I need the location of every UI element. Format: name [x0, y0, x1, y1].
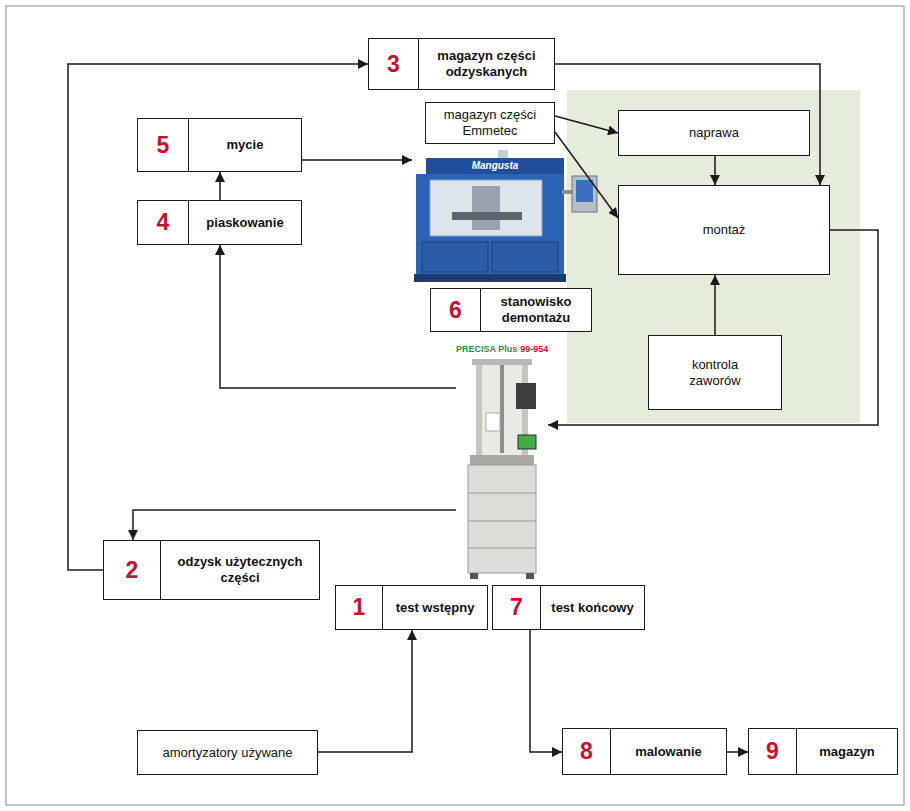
numbered-step-box: 8malowanie — [562, 728, 727, 775]
outer-frame — [6, 6, 904, 805]
flow-arrow — [714, 156, 716, 185]
box-label: magazyn części odzyskanych — [419, 39, 554, 89]
flow-arrow — [530, 630, 562, 752]
machine-logo-text: 99-954 — [520, 344, 548, 354]
flow-arrow — [555, 116, 618, 133]
tester-machine-illustration — [468, 359, 536, 579]
box-label: magazyn — [797, 729, 897, 774]
box-label: kontrola zaworów — [670, 336, 760, 409]
box-label: magazyn części Emmetec — [426, 103, 554, 143]
numbered-step-box: 5mycie — [137, 118, 302, 172]
flow-arrow — [133, 510, 456, 540]
machine-base — [414, 274, 566, 282]
machine-brand: Mangusta — [428, 160, 562, 172]
connectors — [68, 64, 878, 752]
machine-door — [492, 242, 558, 272]
box-label: montaż — [697, 186, 752, 274]
flow-arrow — [714, 275, 716, 335]
assembly-band — [567, 90, 860, 423]
numbered-step-box: 1test wstępny — [335, 585, 488, 630]
control-panel — [572, 176, 597, 212]
tester-drawers — [468, 493, 536, 548]
machine-door — [422, 242, 488, 272]
box-label: malowanie — [611, 729, 726, 774]
numbered-step-box: 3magazyn części odzyskanych — [368, 38, 555, 90]
box-label: test wstępny — [383, 586, 487, 629]
tester-rod — [500, 365, 504, 453]
machine-press — [472, 186, 500, 230]
machine-node: Mangusta — [412, 150, 598, 282]
tester-foot — [526, 573, 534, 579]
step-number: 9 — [749, 729, 797, 774]
process-box: naprawa — [618, 110, 810, 156]
flow-arrow — [220, 245, 456, 388]
machine-logo: PRECISA Plus99-954 — [456, 344, 548, 355]
tester-foot — [470, 573, 478, 579]
flow-arrow — [555, 132, 618, 218]
box-label: naprawa — [683, 111, 745, 155]
box-label: amortyzatory używane — [156, 731, 298, 774]
disassembly-machine-illustration — [414, 150, 597, 282]
tester-back — [482, 365, 522, 465]
process-box: magazyn części Emmetec — [425, 102, 555, 144]
step-number: 5 — [138, 119, 189, 171]
step-number: 6 — [431, 289, 481, 331]
machine-body — [416, 174, 564, 276]
flow-arrow — [219, 172, 221, 200]
step-number: 7 — [493, 586, 541, 629]
tester-column — [476, 365, 482, 465]
tester-cabinet — [468, 465, 536, 573]
flow-arrow — [68, 64, 368, 570]
step-number: 4 — [138, 201, 189, 244]
box-label: piaskowanie — [189, 201, 301, 244]
machine-table — [452, 212, 522, 220]
step-number: 1 — [336, 586, 383, 629]
machine-node: PRECISA Plus99-954 — [456, 343, 548, 580]
process-box: montaż — [618, 185, 830, 275]
tester-card — [486, 413, 500, 431]
numbered-step-box: 2odzysk użytecznych części — [103, 540, 320, 600]
numbered-step-box: 9magazyn — [748, 728, 898, 775]
box-label: odzysk użytecznych części — [161, 541, 319, 599]
numbered-step-box: 4piaskowanie — [137, 200, 302, 245]
machine-header — [426, 158, 564, 174]
process-box: amortyzatory używane — [137, 730, 318, 775]
box-label: stanowisko demontażu — [481, 289, 591, 331]
tester-panel — [516, 383, 536, 409]
step-number: 2 — [104, 541, 161, 599]
machine-logo-text: PRECISA Plus — [456, 344, 517, 354]
flow-arrow — [318, 630, 412, 752]
box-label: test końcowy — [541, 586, 644, 629]
numbered-step-box: 6stanowisko demontażu — [430, 288, 592, 332]
control-screen — [576, 180, 593, 202]
flow-arrow — [302, 159, 412, 161]
tester-column — [522, 365, 528, 465]
numbered-step-box: 7test końcowy — [492, 585, 645, 630]
flow-arrow — [555, 64, 820, 185]
tester-screen — [518, 435, 536, 449]
machine-window — [430, 180, 542, 236]
tester-crossbar — [472, 359, 532, 365]
step-number: 3 — [369, 39, 419, 89]
box-label: mycie — [189, 119, 301, 171]
flow-arrow — [727, 751, 748, 753]
process-box: kontrola zaworów — [648, 335, 782, 410]
step-number: 8 — [563, 729, 611, 774]
tester-plate — [470, 455, 534, 465]
